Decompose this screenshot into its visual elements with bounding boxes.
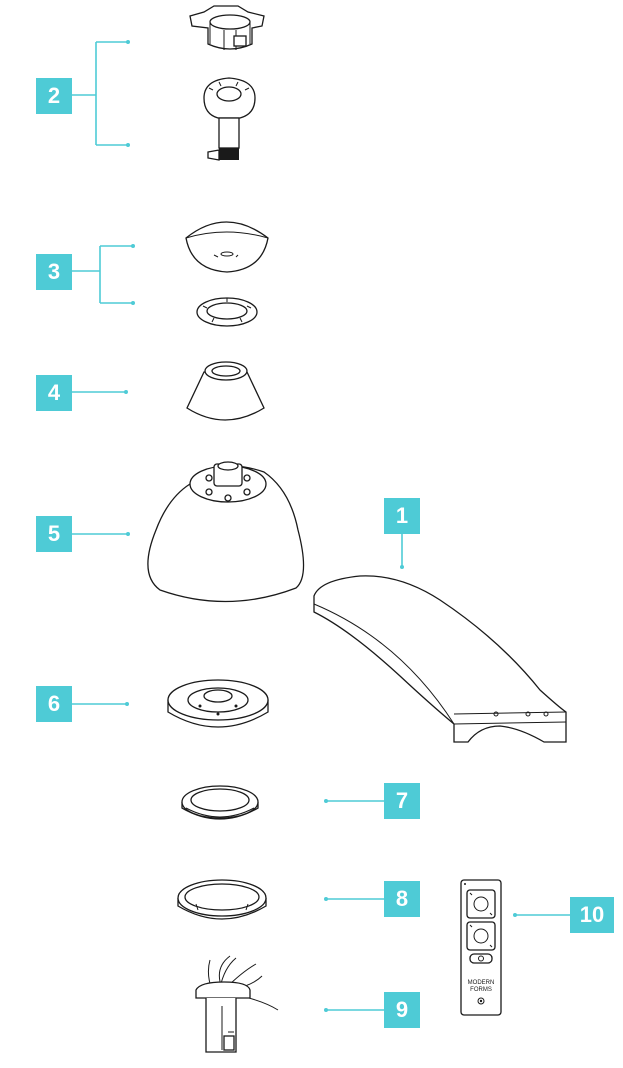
fan-blade — [314, 576, 566, 742]
remote-brand-line1: MODERN — [468, 980, 495, 986]
callout-1: 1 — [384, 498, 420, 534]
callout-10: 10 — [570, 897, 614, 933]
canopy-bowl — [186, 222, 268, 272]
trim-ring — [178, 880, 266, 919]
leader-dot — [124, 390, 128, 394]
light-cover — [182, 786, 258, 819]
leader-dot — [131, 244, 135, 248]
leader-dot — [126, 143, 130, 147]
leader-dot — [324, 897, 328, 901]
remote-brand-line2: FORMS — [470, 987, 492, 993]
callout-4: 4 — [36, 375, 72, 411]
leader-dot — [513, 913, 517, 917]
remote-control: MODERN FORMS — [461, 880, 501, 1015]
leader-lines — [72, 40, 570, 1012]
motor-housing — [148, 462, 304, 602]
cone-cover — [187, 362, 264, 420]
callout-3: 3 — [36, 254, 72, 290]
callout-7: 7 — [384, 783, 420, 819]
callout-8: 8 — [384, 881, 420, 917]
leader-dot — [126, 532, 130, 536]
switch-housing — [168, 680, 268, 727]
receiver-with-wires — [196, 956, 278, 1052]
leader-dot — [324, 799, 328, 803]
leader-dot — [131, 301, 135, 305]
downrod — [204, 78, 255, 160]
callout-6: 6 — [36, 686, 72, 722]
leader-line-2 — [72, 42, 128, 145]
mounting-bracket — [190, 6, 264, 50]
mounting-ring — [197, 298, 257, 326]
callout-2: 2 — [36, 78, 72, 114]
leader-dot — [126, 40, 130, 44]
leader-dot — [324, 1008, 328, 1012]
callout-9: 9 — [384, 992, 420, 1028]
remote-power-button — [470, 954, 492, 963]
callout-5: 5 — [36, 516, 72, 552]
leader-dot — [125, 702, 129, 706]
leader-line-3 — [72, 246, 133, 303]
leader-dot — [400, 565, 404, 569]
